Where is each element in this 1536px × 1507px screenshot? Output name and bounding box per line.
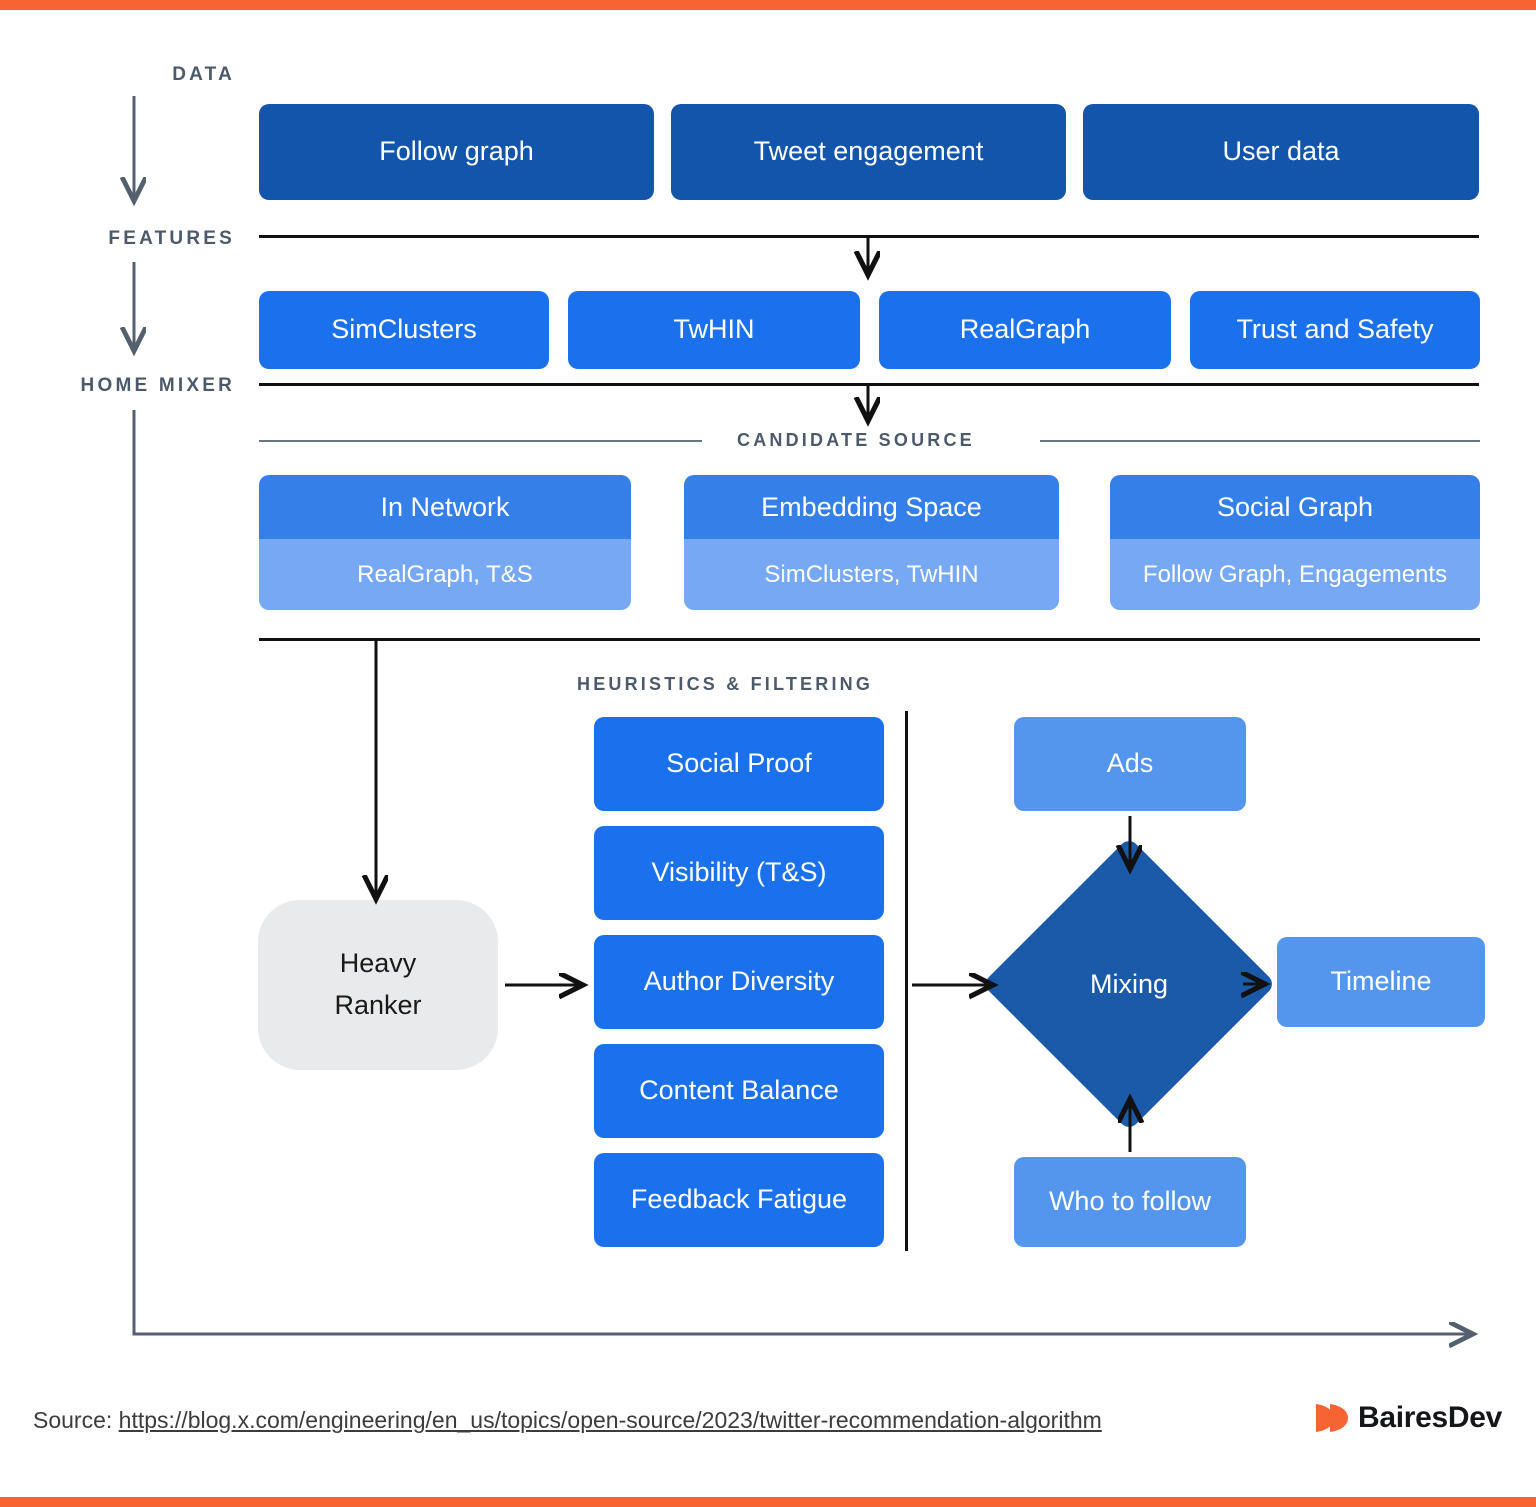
heuristic-box-label: Content Balance xyxy=(639,1075,839,1106)
heuristic-box-social-proof[interactable]: Social Proof xyxy=(594,717,884,811)
home-mixer-divider-rule xyxy=(259,383,1479,386)
bairesdev-wordmark: BairesDev xyxy=(1358,1401,1503,1434)
heuristic-box-visibility[interactable]: Visibility (T&S) xyxy=(594,826,884,920)
candidate-source-card-title: Social Graph xyxy=(1110,475,1480,539)
data-box-label: Follow graph xyxy=(379,136,534,167)
bairesdev-logo: BairesDev xyxy=(1313,1400,1502,1436)
heuristic-box-label: Feedback Fatigue xyxy=(630,1184,848,1215)
candidate-source-card-subtitle: Follow Graph, Engagements xyxy=(1110,539,1480,610)
features-divider-rule xyxy=(259,235,1479,238)
heuristic-box-author-diversity[interactable]: Author Diversity xyxy=(594,935,884,1029)
heuristic-box-label: Author Diversity xyxy=(643,966,835,997)
source-prefix: Source: xyxy=(33,1407,113,1433)
candidate-source-card-social-graph[interactable]: Social Graph Follow Graph, Engagements xyxy=(1110,475,1480,610)
heavy-ranker-line2: Ranker xyxy=(334,990,422,1020)
feature-box-trust-and-safety[interactable]: Trust and Safety xyxy=(1190,291,1480,369)
mixing-label: Mixing xyxy=(1089,968,1169,999)
top-accent-bar xyxy=(0,0,1536,10)
candidate-source-label: CANDIDATE SOURCE xyxy=(737,430,975,450)
data-box-label: Tweet engagement xyxy=(753,136,984,167)
heuristic-box-label: Social Proof xyxy=(666,748,812,779)
mixing-node[interactable]: Mixing xyxy=(981,836,1277,1132)
candidate-source-card-subtitle: RealGraph, T&S xyxy=(259,539,631,610)
source-line: Source: https://blog.x.com/engineering/e… xyxy=(33,1407,1102,1434)
heuristic-box-feedback-fatigue[interactable]: Feedback Fatigue xyxy=(594,1153,884,1247)
candidate-source-bottom-rule xyxy=(259,638,1480,641)
candidate-source-rule-right xyxy=(1040,440,1480,442)
feature-box-label: SimClusters xyxy=(331,314,477,345)
candidate-source-card-subtitle: SimClusters, TwHIN xyxy=(684,539,1059,610)
candidate-source-card-in-network[interactable]: In Network RealGraph, T&S xyxy=(259,475,631,610)
bairesdev-mark-icon xyxy=(1316,1404,1348,1432)
stage-label-home-mixer: HOME MIXER xyxy=(80,375,235,396)
heuristic-box-content-balance[interactable]: Content Balance xyxy=(594,1044,884,1138)
who-to-follow-box[interactable]: Who to follow xyxy=(1014,1157,1246,1247)
timeline-label: Timeline xyxy=(1330,966,1432,997)
data-box-user-data[interactable]: User data xyxy=(1083,104,1479,200)
feature-box-realgraph[interactable]: RealGraph xyxy=(879,291,1171,369)
candidate-source-card-title: Embedding Space xyxy=(684,475,1059,539)
feature-box-label: Trust and Safety xyxy=(1236,314,1434,345)
candidate-source-card-title: In Network xyxy=(259,475,631,539)
who-to-follow-label: Who to follow xyxy=(1048,1186,1212,1217)
source-url-link[interactable]: https://blog.x.com/engineering/en_us/top… xyxy=(118,1407,1102,1433)
bottom-accent-bar xyxy=(0,1497,1536,1507)
heuristics-right-separator xyxy=(905,711,908,1251)
candidate-source-rule-left xyxy=(259,440,702,442)
stage-label-features: FEATURES xyxy=(108,228,235,249)
feature-box-label: RealGraph xyxy=(959,314,1091,345)
timeline-box[interactable]: Timeline xyxy=(1277,937,1485,1027)
feature-box-twhin[interactable]: TwHIN xyxy=(568,291,860,369)
heuristics-section-label: HEURISTICS & FILTERING xyxy=(577,674,874,694)
candidate-source-card-embedding-space[interactable]: Embedding Space SimClusters, TwHIN xyxy=(684,475,1059,610)
heavy-ranker-node[interactable]: Heavy Ranker xyxy=(258,900,498,1070)
feature-box-simclusters[interactable]: SimClusters xyxy=(259,291,549,369)
data-box-label: User data xyxy=(1222,136,1340,167)
stage-label-data: DATA xyxy=(172,64,235,85)
data-box-tweet-engagement[interactable]: Tweet engagement xyxy=(671,104,1066,200)
feature-box-label: TwHIN xyxy=(673,314,755,345)
heuristic-box-label: Visibility (T&S) xyxy=(651,857,827,888)
data-box-follow-graph[interactable]: Follow graph xyxy=(259,104,654,200)
ads-box[interactable]: Ads xyxy=(1014,717,1246,811)
ads-label: Ads xyxy=(1106,748,1154,779)
heavy-ranker-line1: Heavy xyxy=(339,948,417,979)
